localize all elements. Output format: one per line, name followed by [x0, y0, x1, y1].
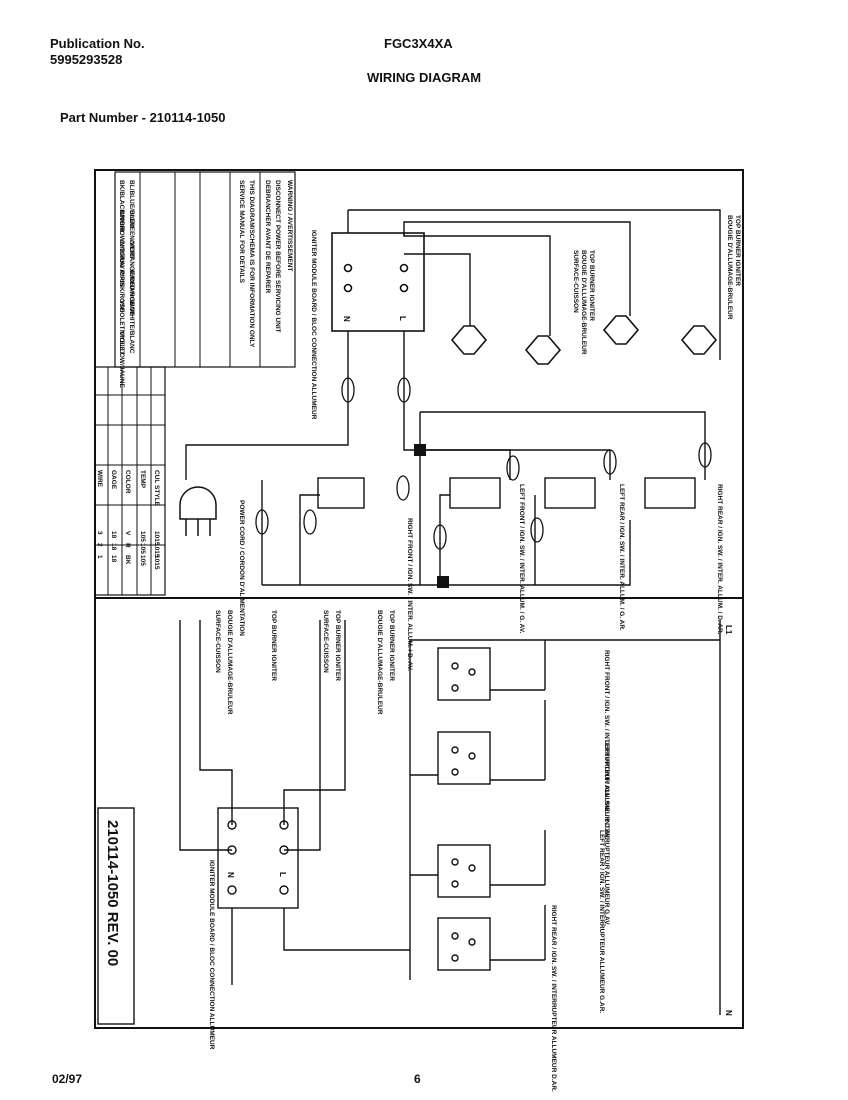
- wire-table-header: GAGE: [110, 470, 117, 490]
- igniter-label-top-5: BOUGIE D'ALLUMAGE-BRULEUR: [726, 215, 733, 320]
- color-table-entry: BK/BLACK/NOIR: [118, 180, 125, 232]
- color-table-entry: R/RED/ROUGE: [128, 270, 135, 317]
- warning-line-2: DISCONNECT POWER BEFORE SERVICING UNIT: [274, 180, 281, 333]
- switch-label-top-4: RIGHT FRONT / IGN. SW. / INTER. ALLUM. /…: [406, 518, 413, 671]
- igniter-label-top-4: TOP BURNER IGNITER: [734, 215, 741, 286]
- ladder-label-n: N: [724, 1010, 733, 1016]
- page-title: WIRING DIAGRAM: [367, 70, 482, 85]
- part-number: Part Number - 210114-1050: [60, 110, 226, 125]
- ladder-module-label: IGNITER MODULE BOARD / BLOC CONNECTION A…: [208, 860, 215, 1050]
- ladder-label-l1: L1: [724, 625, 733, 635]
- color-table-entry: P/PINK/ROSE: [118, 270, 125, 313]
- wire-table-cell: 1015: [153, 531, 160, 546]
- wire-table-cell: 1: [96, 555, 103, 559]
- switches-top: RIGHT REAR / IGN. SW. / INTER. ALLUM. / …: [317, 477, 723, 671]
- color-table-entry: V/VIOLET/VIOLET: [118, 300, 125, 355]
- igniter-label-top-3: SURFACE-CUISSON: [572, 250, 579, 313]
- publication-label: Publication No.: [50, 36, 145, 51]
- wire-table-cell: 2: [96, 543, 103, 547]
- ladder-igniter-label-2: BOUGIE D'ALLUMAGE-BRULEUR: [376, 610, 383, 715]
- wire-table-cell: 1015: [153, 543, 160, 558]
- drawing-number: 210114-1050 REV. 00: [104, 820, 121, 966]
- wire-table-cell: 3: [96, 531, 103, 535]
- switch-label-top-2: LEFT REAR / IGN. SW. / INTER. ALLUM. / G…: [618, 484, 625, 631]
- igniter-label-top-1: TOP BURNER IGNITER: [588, 250, 595, 321]
- wire-table-header: WIRE: [96, 470, 103, 488]
- module-label-top: IGNITER MODULE BOARD / BLOC CONNECTION A…: [310, 230, 317, 420]
- wire-table-cell: BK: [124, 555, 131, 565]
- igniter-label-top-2: BOUGIE D'ALLUMAGE-BRULEUR: [580, 250, 587, 355]
- igniter-module-top: N L IGNITER MODULE BOARD / BLOC CONNECTI…: [310, 230, 425, 420]
- wire-table-header: COLOR: [124, 470, 131, 494]
- ladder-igniter-label-7: SURFACE-CUISSON: [214, 610, 221, 673]
- junction-upper: [414, 444, 426, 456]
- warning-line-5: SERVICE MANUAL FOR DETAILS: [238, 180, 245, 284]
- ladder-module-terminal-n: N: [226, 872, 235, 878]
- module-terminal-n: N: [342, 316, 351, 322]
- warning-line-4: THIS DIAGRAM/SCHEMA IS FOR INFORMATION O…: [248, 180, 255, 348]
- wire-table-header: TEMP: [139, 470, 146, 489]
- ladder-module-terminal-l: L: [278, 872, 287, 877]
- wire-table-cell: R: [124, 543, 131, 548]
- color-table-entry: BL/BLUE/BLEU: [128, 180, 135, 228]
- warning-line-1: WARNING / AVERTISSEMENT: [286, 180, 293, 271]
- ladder-switch-label-4: RIGHT REAR / IGN. SW. / INTERRUPTEUR ALL…: [550, 905, 557, 1092]
- connectors-top: [255, 377, 712, 550]
- wire-table-cell: 105: [139, 555, 146, 566]
- ladder-igniter-label-3: TOP BURNER IGNITER: [334, 610, 341, 681]
- wire-table-cell: 105: [139, 543, 146, 554]
- wire-table-header: CUL STYLE: [153, 470, 160, 507]
- wire-table-cell: V: [124, 531, 131, 536]
- color-table-entry: BR/BROWN/BRUN: [118, 210, 125, 267]
- switch-label-top-3: LEFT FRONT / IGN. SW. / INTER. ALLUM. / …: [518, 484, 525, 634]
- igniters-top: TOP BURNER IGNITER BOUGIE D'ALLUMAGE-BRU…: [450, 215, 741, 365]
- junction-lower: [437, 576, 449, 588]
- ladder-schematic: L1 N N L IGNITER MODULE BOARD / BLOC CO: [179, 610, 733, 1092]
- wire-table-cell: 18: [110, 543, 117, 551]
- switch-label-top-1: RIGHT REAR / IGN. SW. / INTER. ALLUM. / …: [716, 484, 723, 635]
- ladder-igniter-label-6: BOUGIE D'ALLUMAGE-BRULEUR: [226, 610, 233, 715]
- warning-line-3: DEBRANCHER AVANT DE REPARER: [264, 180, 271, 293]
- drawing-number-box: 210114-1050 REV. 00: [97, 807, 135, 1025]
- wire-table-cell: 105: [139, 531, 146, 542]
- footer-page: 6: [414, 1072, 421, 1086]
- model-number: FGC3X4XA: [384, 36, 453, 51]
- ladder-switch-label-1: RIGHT FRONT / IGN. SW. / INTERRUPTEUR AL…: [603, 650, 610, 840]
- color-table-entry: G/GREEN/VERT: [128, 210, 135, 259]
- ladder-igniter-label-4: SURFACE-CUISSON: [322, 610, 329, 673]
- color-table-entry: W/WHITE/BLANC: [128, 300, 135, 354]
- ladder-switch-label-2: LEFT FRONT / IGN. SW. / INTERRUPTEUR ALL…: [603, 740, 610, 926]
- color-table-entry: Y/YELLOW/JAUNE: [118, 330, 125, 388]
- power-cord-label: POWER CORD / CORDON D'ALIMENTATION: [238, 500, 245, 636]
- legend-block: WARNING / AVERTISSEMENT DISCONNECT POWER…: [114, 171, 296, 388]
- power-plug: POWER CORD / CORDON D'ALIMENTATION: [179, 486, 245, 636]
- publication-number: 5995293528: [50, 52, 123, 67]
- wire-table-cell: 18: [110, 531, 117, 539]
- ladder-igniter-label-1: TOP BURNER IGNITER: [388, 610, 395, 681]
- wire-table-cell: 1015: [153, 555, 160, 570]
- color-table-entry: GY/GRAY/GRIS: [118, 240, 125, 288]
- color-table-entry: O/ORANGE/ORANGE: [128, 240, 135, 306]
- ladder-igniter-label-5: TOP BURNER IGNITER: [270, 610, 277, 681]
- ladder-switch-label-3: LEFT REAR / IGN. SW. / INTERRUPTEUR ALLU…: [598, 830, 605, 1013]
- footer-date: 02/97: [52, 1072, 83, 1086]
- module-terminal-l: L: [398, 316, 407, 321]
- wire-table-cell: 18: [110, 555, 117, 563]
